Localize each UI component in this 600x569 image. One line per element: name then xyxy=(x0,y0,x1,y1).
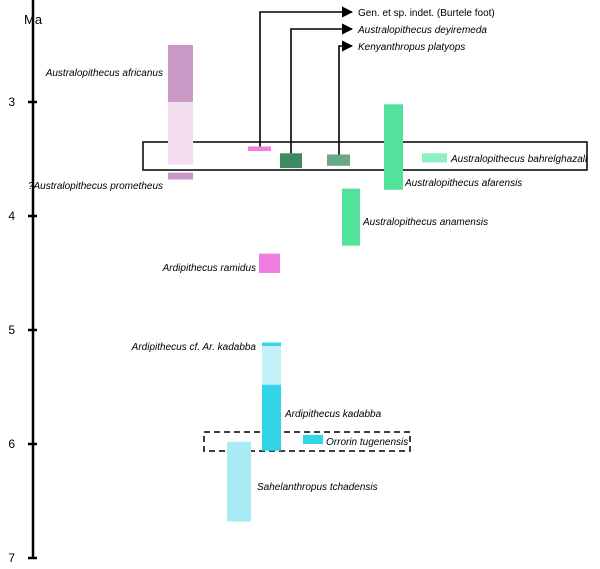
label-tchadensis: Sahelanthropus tchadensis xyxy=(257,482,378,493)
group-box-6ma xyxy=(203,431,411,452)
bar-africanus xyxy=(168,102,193,165)
label-bahrelghazali: Australopithecus bahrelghazali xyxy=(450,154,588,165)
bar-bahrelghazali xyxy=(422,153,447,163)
label-anamensis: Australopithecus anamensis xyxy=(362,217,488,228)
bar-deyiremeda xyxy=(280,153,302,169)
range-bars xyxy=(168,45,447,522)
arrow-connectors xyxy=(259,6,354,155)
label-burtele: Gen. et sp. indet. (Burtele foot) xyxy=(358,8,495,19)
y-tick-label: 7 xyxy=(8,551,15,565)
label-deyiremeda: Australopithecus deyiremeda xyxy=(357,25,487,36)
bar-kadabba xyxy=(262,384,281,451)
bar-afarensis xyxy=(384,104,403,190)
label-kadabba: Ardipithecus kadabba xyxy=(284,409,382,420)
label-afarensis: Australopithecus afarensis xyxy=(404,178,522,189)
bar-ramidus xyxy=(259,253,280,273)
label-africanus: Australopithecus africanus xyxy=(45,68,163,79)
bar-prometheus xyxy=(168,172,193,180)
bar-cf_kadabba xyxy=(262,342,281,346)
bar-africanus xyxy=(168,45,193,102)
bar-platyops xyxy=(327,154,350,166)
bar-tchadensis xyxy=(227,441,251,522)
y-tick-label: 5 xyxy=(8,323,15,337)
bar-anamensis xyxy=(342,188,360,246)
y-tick-label: 3 xyxy=(8,95,15,109)
grouping-boxes xyxy=(142,141,588,452)
label-cf_kadabba: Ardipithecus cf. Ar. kadabba xyxy=(131,342,257,353)
bar-kadabba xyxy=(262,345,281,385)
bar-burtele xyxy=(248,146,271,152)
taxon-labels: Australopithecus africanus ?Australopithe… xyxy=(28,8,588,493)
label-prometheus: ?Australopithecus prometheus xyxy=(28,181,163,192)
arrow-burtele xyxy=(259,6,354,147)
label-platyops: Kenyanthropus platyops xyxy=(358,42,465,53)
y-tick-label: 4 xyxy=(8,209,15,223)
bar-tugenensis xyxy=(303,434,323,444)
y-tick-label: 6 xyxy=(8,437,15,451)
arrow-deyiremeda xyxy=(290,23,354,154)
arrow-platyops xyxy=(338,40,354,155)
group-box-3-5ma xyxy=(142,141,588,171)
label-tugenensis: Orrorin tugenensis xyxy=(326,437,408,448)
label-ramidus: Ardipithecus ramidus xyxy=(162,263,256,274)
